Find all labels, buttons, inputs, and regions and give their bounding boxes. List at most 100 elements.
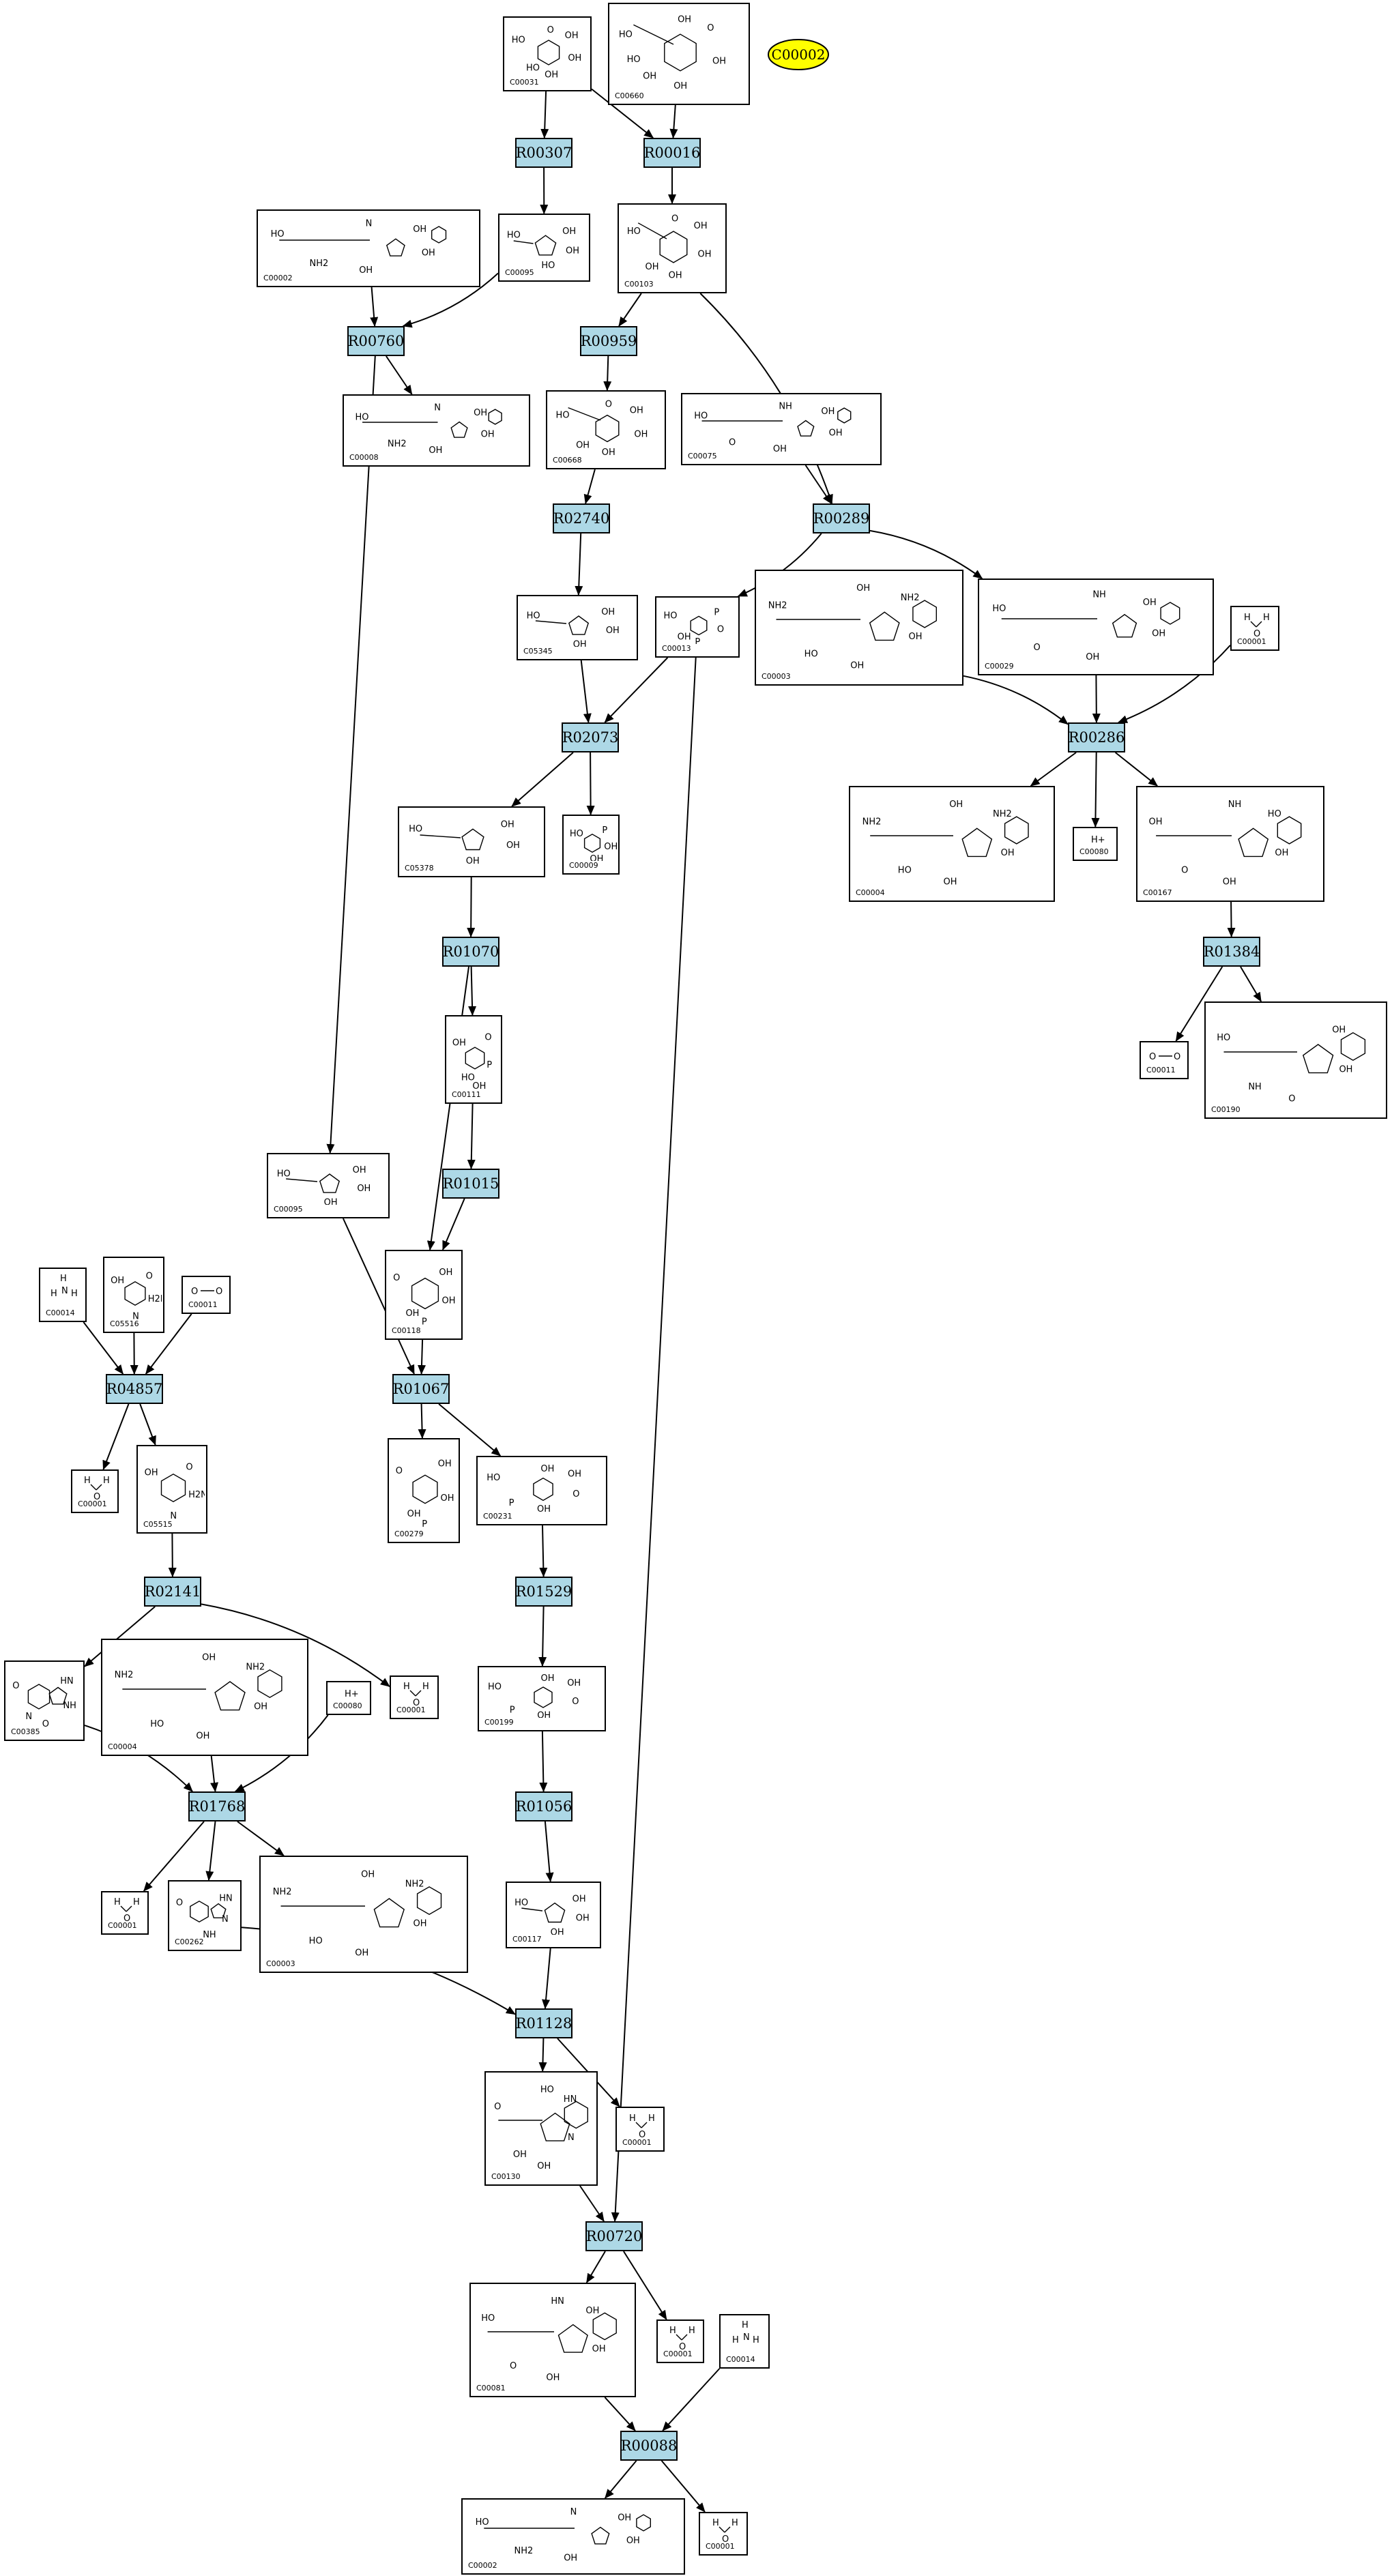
reaction-node[interactable]: R01015 (442, 1169, 499, 1199)
atom-label: HO (526, 63, 540, 74)
atom-label: HO (309, 1936, 323, 1946)
reaction-node[interactable]: R01067 (392, 1374, 450, 1404)
atom-label: OH (254, 1701, 267, 1712)
atom-label: OH (537, 1711, 551, 1718)
atom-label: NH2 (115, 1670, 134, 1680)
reaction-node[interactable]: R01768 (188, 1791, 246, 1821)
atom-label: O (1174, 1052, 1180, 1062)
atom-label: OH (355, 1948, 368, 1958)
atom-label: OH (773, 444, 787, 452)
reaction-node[interactable]: R00760 (347, 326, 405, 356)
compound-node[interactable]: H+C00080 (326, 1681, 371, 1715)
reaction-node[interactable]: R00959 (580, 326, 637, 356)
reaction-node[interactable]: R01529 (515, 1577, 572, 1607)
edge-arrow (234, 1714, 329, 1792)
atom-label: HO (527, 611, 540, 621)
reaction-node[interactable]: R00016 (643, 138, 701, 168)
reaction-node[interactable]: R04857 (106, 1374, 163, 1404)
reaction-node[interactable]: R00286 (1068, 722, 1125, 752)
atom-label: OH (909, 632, 923, 642)
reaction-node[interactable]: R01128 (515, 2008, 572, 2038)
reaction-node[interactable]: R02073 (562, 722, 619, 752)
edge-arrow (139, 1403, 156, 1446)
reaction-node[interactable]: R00088 (620, 2431, 678, 2461)
reaction-node[interactable]: R01056 (515, 1791, 572, 1821)
atom-label: N (570, 2507, 577, 2517)
compound-node[interactable]: OHOH2NNC05516 (103, 1257, 167, 1333)
reaction-node[interactable]: R00307 (515, 138, 572, 168)
reaction-node[interactable]: R01070 (442, 937, 499, 967)
atom-label: OH (564, 2553, 577, 2561)
compound-id-label: C00004 (856, 888, 885, 897)
compound-id-label: C00095 (505, 268, 534, 277)
reaction-node[interactable]: R02141 (144, 1577, 201, 1607)
reaction-node[interactable]: R00720 (585, 2221, 643, 2251)
atom-label: OH (537, 2161, 551, 2171)
edge-arrow (539, 1525, 548, 1577)
reaction-node[interactable]: R01384 (1203, 937, 1260, 967)
edge-arrow (1240, 966, 1262, 1002)
compound-node[interactable]: H+C00080 (1073, 827, 1118, 861)
atom-label: N (743, 2332, 750, 2343)
atom-label: HO (512, 35, 525, 46)
atom-label: O (1033, 643, 1040, 653)
compound-id-label: C00013 (662, 644, 691, 653)
reaction-node[interactable]: R02740 (553, 503, 610, 533)
reaction-node[interactable]: R00289 (813, 503, 870, 533)
compound-id-label: C00011 (188, 1300, 218, 1309)
atom-label: OH (540, 1464, 554, 1474)
